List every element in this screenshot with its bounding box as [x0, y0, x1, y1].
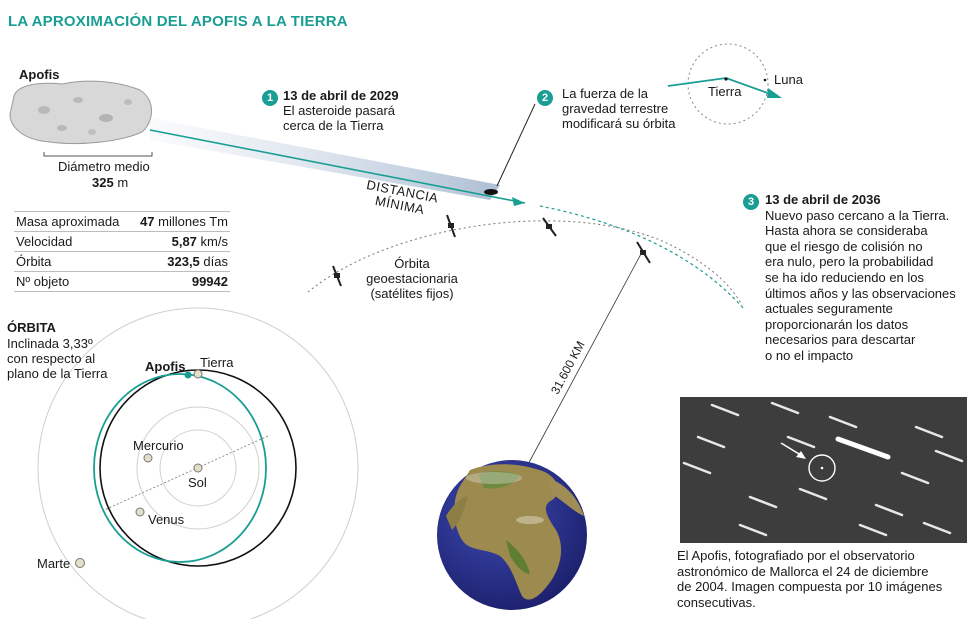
moon-label: Luna — [774, 72, 803, 87]
orbit-venus-label: Venus — [148, 512, 185, 527]
solar-orbits — [37, 307, 359, 619]
orbit-apofis-label: Apofis — [145, 359, 186, 374]
diameter-label: Diámetro medio — [58, 159, 150, 174]
diameter-value: 325 m — [92, 175, 129, 190]
step-2-text: La fuerza de la gravedad terrestre modif… — [562, 86, 676, 131]
geo-orbit-label: Órbita geoestacionaria (satélites fijos) — [366, 256, 458, 301]
step-3-text: 13 de abril de 2036 Nuevo paso cercano a… — [765, 192, 956, 363]
orbit-marte-label: Marte — [37, 556, 71, 571]
star-streaks-image — [682, 401, 964, 537]
earth-globe — [437, 460, 587, 610]
step-3-badge: 3 — [743, 194, 759, 210]
step-1-text: 13 de abril de 2029 El asteroide pasará … — [283, 88, 399, 133]
step-1-badge: 1 — [262, 90, 278, 106]
orbit-sol-label: Sol — [188, 475, 207, 490]
asteroid-illustration — [9, 80, 152, 144]
step-2-badge: 2 — [537, 90, 553, 106]
orbit-mercurio-label: Mercurio — [133, 438, 184, 453]
telescope-photo — [680, 397, 967, 543]
orbit-tierra-label: Tierra — [200, 355, 234, 370]
asteroid-name: Apofis — [19, 67, 60, 82]
page-title: LA APROXIMACIÓN DEL APOFIS A LA TIERRA — [8, 13, 348, 30]
photo-caption: El Apofis, fotografiado por el observato… — [677, 548, 943, 610]
earth-label: Tierra — [708, 84, 742, 99]
orbit-heading: ÓRBITA — [7, 320, 56, 335]
orbit-desc: Inclinada 3,33º con respecto al plano de… — [7, 336, 108, 381]
